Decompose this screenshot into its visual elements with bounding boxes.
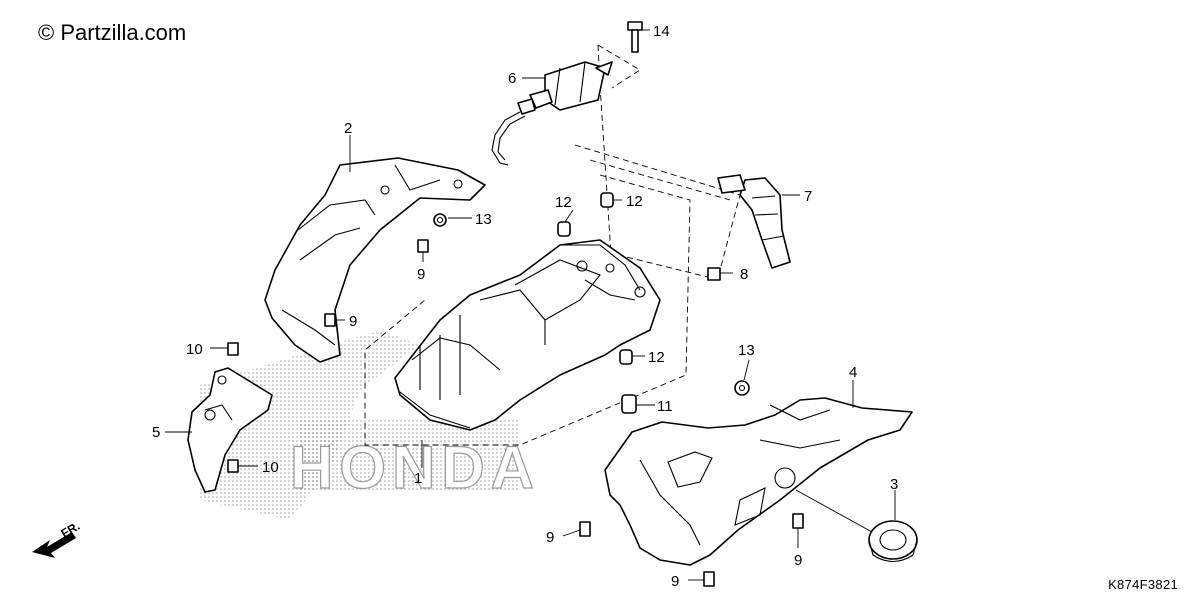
ignition-coil-part — [491, 61, 613, 166]
front-direction-arrow-icon: FR. — [32, 519, 82, 558]
clip-9-icon — [324, 313, 336, 327]
callout-12: 12 — [648, 349, 665, 366]
callout-1: 1 — [414, 470, 422, 487]
callout-9: 9 — [671, 573, 679, 590]
nut-13-icon — [433, 213, 447, 227]
callout-12: 12 — [626, 193, 643, 210]
clip-8-icon — [707, 267, 721, 281]
callout-13: 13 — [738, 342, 755, 359]
callout-14: 14 — [653, 23, 670, 40]
callout-4: 4 — [849, 364, 857, 381]
watermark-text: HONDA — [290, 434, 540, 501]
spark-plug-cap-part — [717, 174, 791, 269]
direction-label: FR. — [59, 519, 83, 541]
screw-10-icon — [227, 459, 239, 473]
callout-7: 7 — [804, 188, 812, 205]
collar-12-icon — [557, 221, 571, 237]
callout-9: 9 — [417, 266, 425, 283]
clip-9-icon — [579, 521, 591, 537]
callout-3: 3 — [890, 476, 898, 493]
nut-13-icon — [734, 380, 750, 396]
callout-11: 11 — [657, 398, 673, 415]
callout-leader-lines — [165, 29, 896, 581]
under-tray-part — [394, 239, 661, 431]
grommet-11-icon — [621, 394, 637, 414]
grommet-part — [868, 520, 918, 563]
callout-labels: 1 2 3 4 5 6 7 8 9 9 9 9 9 10 10 11 12 12… — [152, 23, 898, 590]
fasteners — [227, 21, 804, 587]
collar-12-icon — [600, 192, 614, 208]
upper-inner-cover-part — [264, 157, 486, 363]
collar-12-icon — [619, 349, 633, 365]
callout-9: 9 — [546, 529, 554, 546]
callout-5: 5 — [152, 424, 160, 441]
bolt-14-icon — [627, 21, 643, 53]
side-bracket-part — [187, 367, 273, 493]
callout-13: 13 — [475, 211, 492, 228]
callout-6: 6 — [508, 70, 516, 87]
callout-9: 9 — [349, 313, 357, 330]
callout-10: 10 — [186, 341, 203, 358]
screw-10-icon — [227, 342, 239, 356]
callout-2: 2 — [344, 120, 352, 137]
clip-9-icon — [417, 239, 429, 253]
callout-9: 9 — [794, 552, 802, 569]
callout-8: 8 — [740, 266, 748, 283]
diagram-id: K874F3821 — [1108, 577, 1178, 592]
copyright-text: © Partzilla.com — [38, 20, 187, 45]
clip-9-icon — [792, 513, 804, 529]
callout-10: 10 — [262, 459, 279, 476]
lower-cowl-part — [604, 397, 913, 566]
clip-9-icon — [703, 571, 715, 587]
callout-12: 12 — [555, 194, 572, 211]
